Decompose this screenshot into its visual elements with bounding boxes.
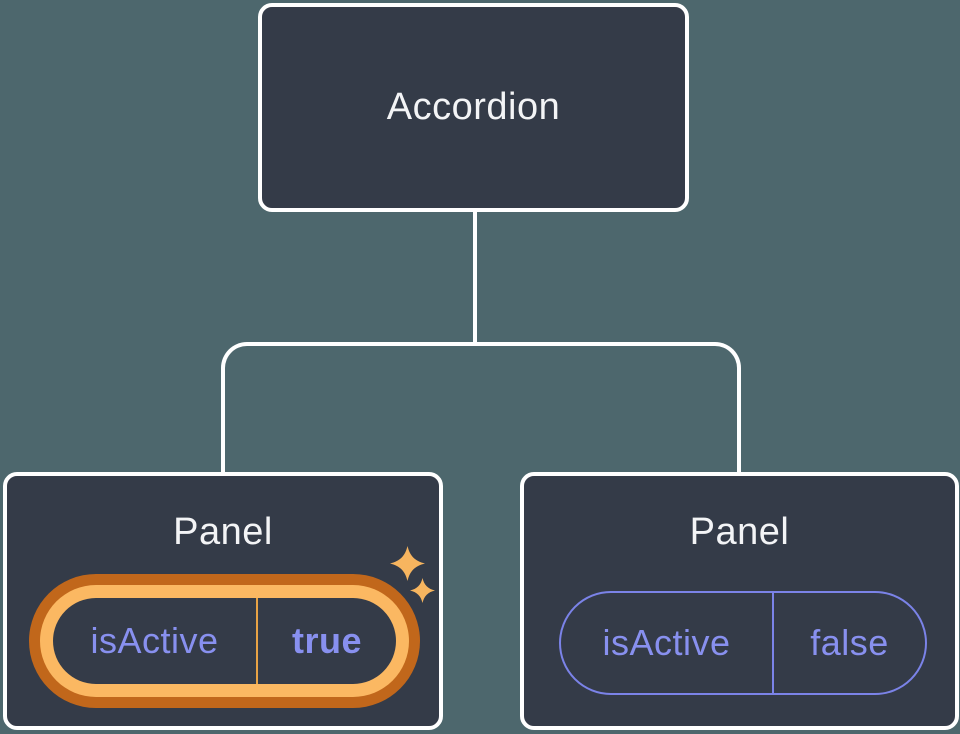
state-pill-inactive: isActive false xyxy=(559,591,927,695)
state-pill-active: isActive true xyxy=(53,598,396,684)
state-pill-divider xyxy=(256,598,258,684)
panel-label: Panel xyxy=(173,511,273,553)
state-value: false xyxy=(810,622,889,663)
state-pill-highlight-ring-outer: isActive true xyxy=(29,574,420,708)
connector-stem xyxy=(473,210,477,344)
sparkle-icon xyxy=(390,546,425,581)
sparkle-icon xyxy=(410,578,435,603)
connector-branch xyxy=(221,342,741,482)
panel-label: Panel xyxy=(689,511,790,553)
state-key: isActive xyxy=(90,620,219,661)
state-key: isActive xyxy=(602,622,731,663)
node-panel-inactive: Panel isActive false xyxy=(520,472,959,730)
node-accordion: Accordion xyxy=(258,3,689,212)
node-panel-active: Panel isActive true xyxy=(3,472,443,730)
state-pill-divider xyxy=(772,593,774,693)
state-value: true xyxy=(291,620,362,661)
accordion-label: Accordion xyxy=(386,86,561,128)
state-pill-highlight-ring-inner: isActive true xyxy=(40,585,409,697)
